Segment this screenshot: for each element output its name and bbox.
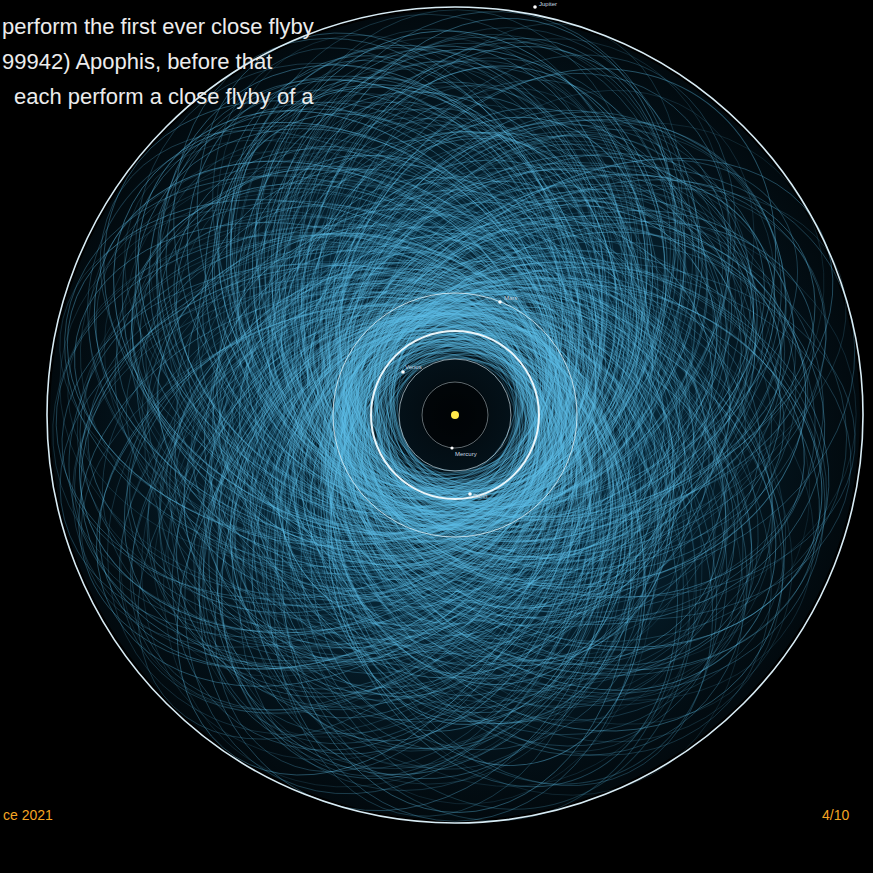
asteroid-orbit xyxy=(282,235,809,755)
asteroid-orbit xyxy=(268,207,792,718)
asteroid-orbit xyxy=(42,220,580,679)
earth-orbit xyxy=(371,331,539,499)
asteroid-orbit xyxy=(299,230,732,649)
sun xyxy=(451,411,459,419)
asteroid-orbit xyxy=(251,211,872,831)
jupiter-orbit xyxy=(47,7,863,823)
asteroid-orbit xyxy=(278,38,873,625)
mars-dot xyxy=(498,300,502,304)
asteroid-orbit xyxy=(108,249,600,717)
mars-orbit xyxy=(333,293,577,537)
asteroid-orbit xyxy=(302,242,705,636)
asteroid-orbit xyxy=(229,225,562,542)
asteroid-orbit xyxy=(256,32,866,629)
asteroid-orbit xyxy=(231,232,828,871)
asteroid-orbit xyxy=(311,142,775,583)
footer-text: ce 2021 xyxy=(3,807,53,823)
slide-text: 99942) Apophis, before that xyxy=(2,49,272,74)
asteroid-orbit xyxy=(246,217,861,843)
asteroid-orbit xyxy=(185,104,639,574)
asteroid-orbit xyxy=(135,239,622,718)
asteroid-orbit xyxy=(257,286,690,776)
asteroid-orbit xyxy=(328,248,730,624)
asteroid-orbit xyxy=(340,247,689,575)
asteroid-orbits xyxy=(8,0,873,871)
asteroid-orbit xyxy=(167,264,620,729)
asteroid-orbit xyxy=(240,0,760,570)
slide-text: perform the first ever close flyby xyxy=(2,14,314,39)
asteroid-orbit xyxy=(282,31,728,538)
asteroid-orbit xyxy=(310,75,750,540)
asteroid-orbit xyxy=(289,244,828,777)
planet-label: Earth xyxy=(473,493,487,500)
page-number: 4/10 xyxy=(822,807,849,823)
asteroid-orbit xyxy=(290,308,626,679)
asteroid-orbit xyxy=(189,268,664,792)
earth-dot xyxy=(468,492,472,496)
venus-orbit xyxy=(399,359,511,471)
mercury-orbit xyxy=(422,382,488,448)
asteroid-orbit xyxy=(193,54,625,538)
planet-label: Mars xyxy=(504,295,517,302)
asteroid-orbit xyxy=(198,273,672,809)
jupiter-dot xyxy=(533,5,537,9)
asteroid-orbit xyxy=(295,141,801,617)
planet-label: Mercury xyxy=(455,451,477,458)
asteroid-orbit xyxy=(361,251,831,631)
asteroid-orbit xyxy=(72,195,673,795)
asteroid-orbit xyxy=(58,224,612,741)
asteroid-orbit xyxy=(261,31,706,542)
asteroid-orbit xyxy=(150,220,644,711)
venus-dot xyxy=(401,370,405,374)
asteroid-orbit xyxy=(324,240,645,557)
planet-label: Jupiter xyxy=(539,1,557,8)
asteroid-orbit xyxy=(226,290,651,774)
mercury-dot xyxy=(450,446,453,449)
slide-text: each perform a close flyby of a xyxy=(14,84,314,109)
planet-label: Venus xyxy=(405,364,422,371)
asteroid-orbit xyxy=(148,273,624,780)
asteroid-orbit xyxy=(298,287,655,660)
asteroid-orbit xyxy=(264,86,836,636)
asteroid-orbit xyxy=(248,70,624,517)
asteroid-orbit xyxy=(255,99,691,564)
inner-dark xyxy=(421,381,489,449)
asteroid-orbit xyxy=(143,244,536,562)
